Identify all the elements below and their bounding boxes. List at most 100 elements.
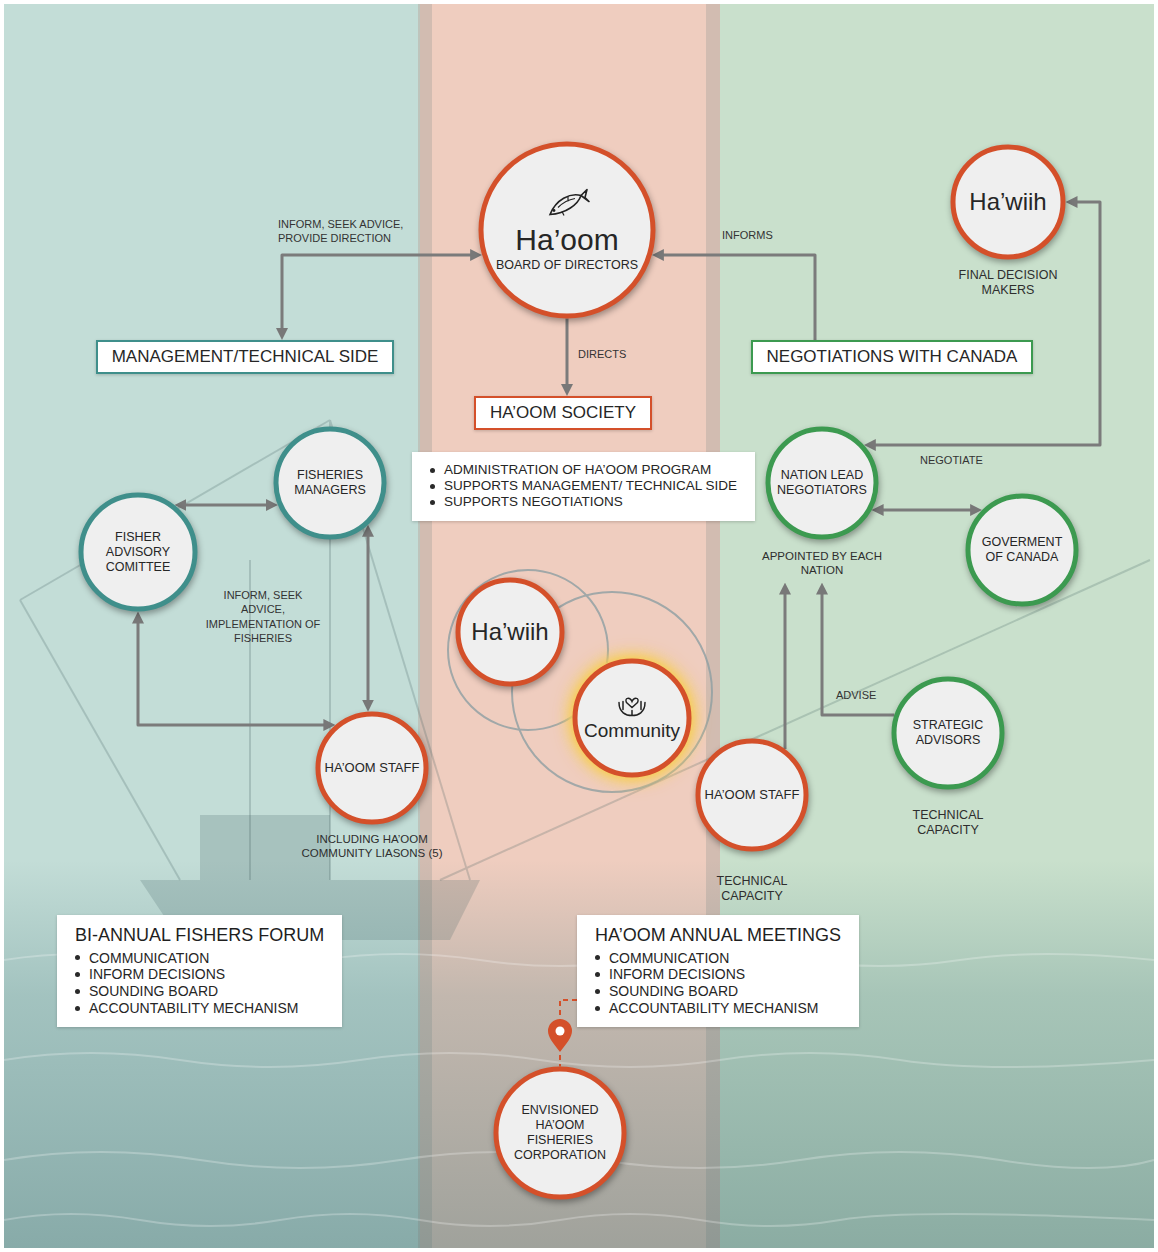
edge-label: DIRECTS [578, 347, 658, 361]
node-text: Ha’oom [515, 222, 618, 258]
core-circle: Community [572, 658, 692, 778]
section-title: HA’OOM SOCIETY [474, 396, 652, 430]
circle-content: ENVISIONED HA’OOM FISHERIES CORPORATION [508, 1103, 612, 1163]
node-text: Ha’wiih [969, 188, 1046, 217]
bullet-dot [595, 972, 600, 977]
circle-outline [496, 1069, 624, 1197]
list-row: INFORM DECISIONS [595, 966, 841, 983]
circle-content: NATION LEAD NEGOTIATORS [774, 468, 870, 498]
role-list-box: ADMINISTRATION OF HA’OOM PROGRAMSUPPORTS… [412, 452, 755, 521]
future-circle: ENVISIONED HA’OOM FISHERIES CORPORATION [493, 1066, 627, 1200]
bullet-dot [595, 955, 600, 960]
circle-outline [953, 147, 1063, 257]
node-text: GOVERMENT OF CANADA [974, 535, 1070, 565]
node-caption: APPOINTED BY EACH NATION [762, 550, 882, 578]
list-row: ADMINISTRATION OF HA’OOM PROGRAM [430, 462, 737, 478]
node-text: FISHER ADVISORY COMITTEE [90, 530, 186, 575]
bullet-dot [75, 972, 80, 977]
list-item: SUPPORTS MANAGEMENT/ TECHNICAL SIDE [444, 478, 737, 494]
edge-label: INFORM, SEEK ADVICE, IMPLEMENTATION OF F… [203, 588, 323, 645]
fish-fins [558, 197, 575, 216]
list-item: SOUNDING BOARD [89, 983, 218, 1000]
connector-arrow [660, 255, 815, 340]
connector-arrow [138, 620, 327, 726]
title-text: HA’OOM SOCIETY [490, 403, 636, 423]
list-row: SOUNDING BOARD [75, 983, 324, 1000]
list-row: ACCOUNTABILITY MECHANISM [75, 1000, 324, 1017]
list-item: ACCOUNTABILITY MECHANISM [609, 1000, 819, 1017]
role-circle: NATION LEAD NEGOTIATORSAPPOINTED BY EACH… [765, 426, 879, 540]
hands-icon [617, 694, 647, 718]
bullet-dot [430, 484, 435, 489]
list-item: ACCOUNTABILITY MECHANISM [89, 1000, 299, 1017]
circle-outline [968, 496, 1076, 604]
circle-outline [768, 429, 876, 537]
core-circle: Ha’wiih [455, 577, 565, 687]
hands-outline [619, 702, 645, 716]
node-text: HA’OOM STAFF [325, 760, 420, 776]
circle-outline [698, 741, 806, 849]
edge-label: NEGOTIATE [920, 453, 1010, 467]
list-row: ACCOUNTABILITY MECHANISM [595, 1000, 841, 1017]
forum-box: BI-ANNUAL FISHERS FORUM COMMUNICATIONINFO… [57, 915, 342, 1027]
node-caption: TECHNICAL CAPACITY [687, 874, 817, 904]
circle-outline [575, 661, 689, 775]
bullet-dot [430, 468, 435, 473]
title-text: NEGOTIATIONS WITH CANADA [767, 347, 1018, 367]
outside-caption: APPOINTED BY EACH NATION [762, 550, 882, 578]
location-pin-hole [556, 1027, 565, 1036]
fish-tail [581, 190, 589, 202]
circle-outline [276, 429, 384, 537]
circle-content: FISHER ADVISORY COMITTEE [90, 530, 186, 575]
circle-content: Ha’wiih [460, 618, 560, 647]
fish-body [550, 195, 581, 215]
venn-ring [448, 570, 712, 792]
node-caption: FINAL DECISION MAKERS [933, 268, 1083, 298]
bullet-dot [75, 989, 80, 994]
node-text: Community [584, 720, 680, 743]
list-item: COMMUNICATION [609, 950, 729, 967]
list-row: SOUNDING BOARD [595, 983, 841, 1000]
connector-arrow [282, 255, 474, 332]
board-circle: Ha’oomBOARD OF DIRECTORS [478, 141, 656, 319]
list-heading: BI-ANNUAL FISHERS FORUM [75, 925, 324, 947]
outside-caption: TECHNICAL CAPACITY [687, 874, 817, 904]
role-circle: HA’OOM STAFFINCLUDING HA’OOM COMMUNITY L… [315, 711, 429, 825]
role-circle: HA’OOM STAFFTECHNICAL CAPACITY [695, 738, 809, 852]
section-title: MANAGEMENT/TECHNICAL SIDE [96, 340, 395, 374]
circle-content: HA’OOM STAFF [704, 787, 800, 803]
connector-arrow [784, 591, 787, 750]
boat-rigging [20, 420, 1150, 880]
outside-caption: FINAL DECISION MAKERS [933, 268, 1083, 298]
list-row: SUPPORTS MANAGEMENT/ TECHNICAL SIDE [430, 478, 737, 494]
node-text: Ha’wiih [471, 618, 548, 647]
node-text: STRATEGIC ADVISORS [900, 718, 996, 748]
connector-arrow [566, 319, 569, 389]
circle-content: Ha’oomBOARD OF DIRECTORS [482, 188, 652, 273]
node-text: HA’OOM STAFF [705, 787, 800, 803]
edge-label: ADVISE [836, 688, 896, 702]
list-row: COMMUNICATION [75, 950, 324, 967]
location-pin [548, 1019, 572, 1052]
list-row: COMMUNICATION [595, 950, 841, 967]
bullet-dot [595, 989, 600, 994]
circle-outline [481, 144, 653, 316]
list-item: INFORM DECISIONS [89, 966, 225, 983]
circle-content: HA’OOM STAFF [324, 760, 420, 776]
role-circle: FISHER ADVISORY COMITTEE [78, 492, 198, 612]
list-item: INFORM DECISIONS [609, 966, 745, 983]
list-row: INFORM DECISIONS [75, 966, 324, 983]
role-circle: GOVERMENT OF CANADA [965, 493, 1079, 607]
circle-outline [894, 679, 1002, 787]
bullet-dot [75, 1006, 80, 1011]
list-row: SUPPORTS NEGOTIATIONS [430, 494, 737, 510]
forum-box: HA’OOM ANNUAL MEETINGSCOMMUNICATIONINFOR… [577, 915, 859, 1027]
node-text: ENVISIONED HA’OOM FISHERIES CORPORATION [508, 1103, 612, 1163]
fish-icon [544, 188, 590, 220]
bullet-dot [430, 500, 435, 505]
role-circle: FISHERIES MANAGERS [273, 426, 387, 540]
bullet-dot [75, 955, 80, 960]
decision-circle: Ha’wiihFINAL DECISION MAKERS [950, 144, 1066, 260]
circle-outline [318, 714, 426, 822]
